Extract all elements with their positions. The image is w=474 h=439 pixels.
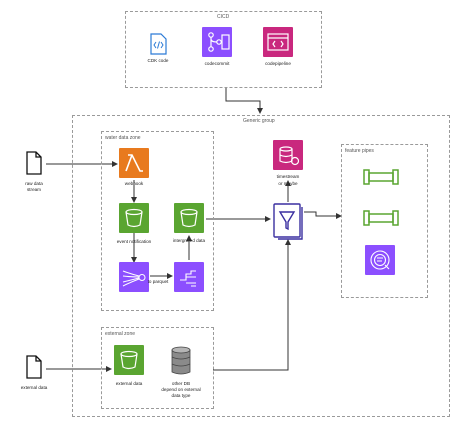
external-data-file-label: external data [20,385,48,390]
lambda-webhook-icon [119,148,149,178]
raw-data-stream-file-icon [25,151,43,175]
event-notification-label: event notification [116,239,152,244]
s3-integrated-bucket-icon [174,203,204,233]
glue-crawler-icon [174,262,204,292]
other-db-label-1: other DB [171,381,191,386]
external-data-bucket-label: external data [115,381,143,386]
codecommit-label: codecommit [204,61,230,66]
raw-data-stream-label-2: stream [26,187,42,192]
generic-group: Generic group [72,115,450,417]
feature-pipe-icon-2 [362,205,400,231]
cicd-group: CICD [125,11,322,88]
kinesis-firehose-icon [119,262,149,292]
timestream-icon [273,140,303,170]
raw-data-stream-label-1: raw data [25,181,43,186]
other-db-label-2: depend on external [161,387,201,392]
water-data-zone: water data zone [101,131,214,311]
feature-pipes-title: feature pipes [345,148,374,154]
feature-pipes-group: feature pipes [341,144,428,298]
cdk-code-label: CDK code [147,58,169,63]
external-zone: external zone [101,327,214,409]
codepipeline-icon [263,27,293,57]
arrow-cicd-to-generic [225,88,263,114]
feature-store-icon [365,245,395,275]
filter-processing-icon [272,202,304,240]
cdk-code-icon [148,33,168,55]
codecommit-icon [202,27,232,57]
timestream-label-1: timestream [276,174,300,179]
generic-group-title: Generic group [243,118,275,124]
to-parquet-label: to parquet [147,279,169,284]
other-db-label-3: data type [171,393,191,398]
s3-external-bucket-icon [114,345,144,375]
feature-pipe-icon-1 [362,164,400,190]
database-icon [170,345,192,377]
integrated-data-label: intergrated data [172,238,206,243]
timestream-label-2: or maybe [278,181,298,186]
cicd-group-title: CICD [217,14,230,20]
s3-event-bucket-icon [119,203,149,233]
external-data-file-icon [25,355,43,379]
codepipeline-label: codepipeline [265,61,291,66]
webhook-label: webhook [124,181,144,186]
water-data-zone-title: water data zone [105,135,141,141]
external-zone-title: external zone [105,331,136,337]
